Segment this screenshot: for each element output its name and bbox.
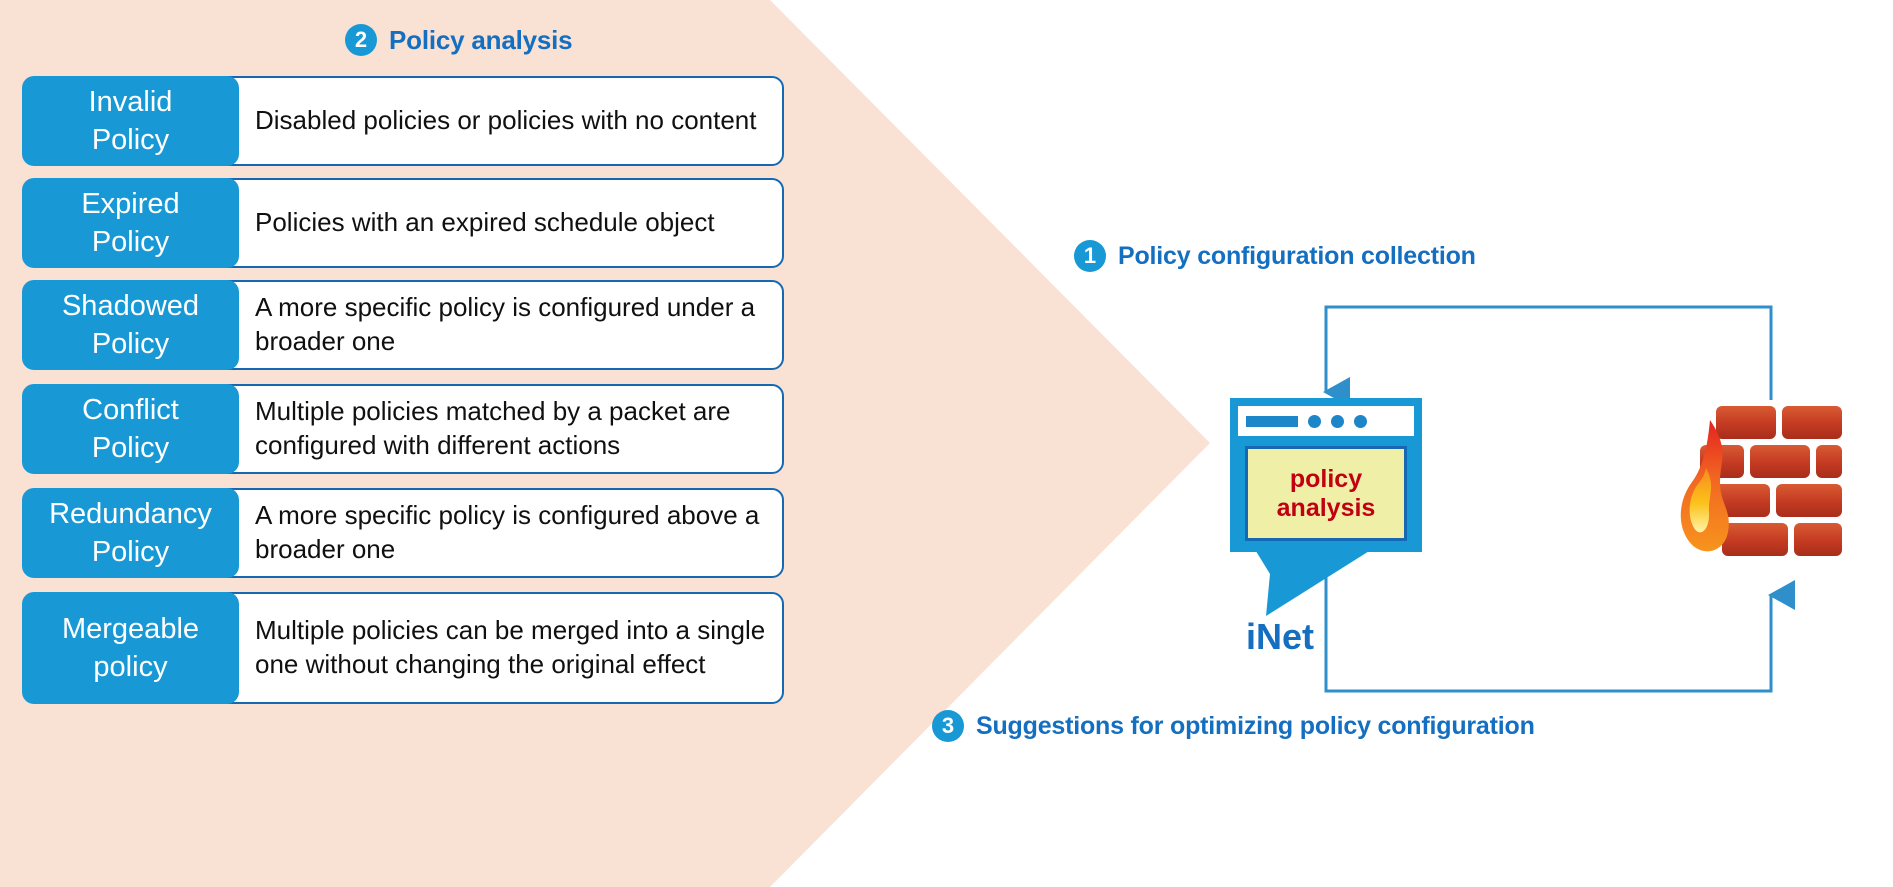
policy-description: Multiple policies can be merged into a s… — [255, 615, 766, 679]
step-1-title: Policy configuration collection — [1118, 241, 1476, 270]
policy-description: A more specific policy is configured abo… — [255, 500, 760, 564]
step-3-header: 3 Suggestions for optimizing policy conf… — [932, 710, 1535, 742]
step-2-title: Policy analysis — [389, 24, 573, 55]
step-3-title: Suggestions for optimizing policy config… — [976, 711, 1535, 740]
step-2-header: 2 Policy analysis — [345, 24, 573, 56]
policy-card — [158, 76, 784, 166]
callout-tail-icon — [1254, 548, 1374, 616]
inet-label: iNet — [1246, 616, 1315, 657]
connector-collect-path — [1323, 305, 1773, 407]
server-status-bar — [1238, 406, 1414, 436]
policy-card — [158, 280, 784, 370]
server-led-icon — [1308, 414, 1321, 428]
server-slot-icon — [1246, 415, 1298, 427]
server-led-icon — [1331, 414, 1344, 428]
step-2-badge: 2 — [345, 24, 377, 56]
server-led-icon — [1354, 414, 1367, 428]
policy-description: Multiple policies matched by a packet ar… — [255, 396, 731, 460]
inet-server-node[interactable]: policy analysis iNet — [1230, 398, 1422, 657]
screen-line-1: policy — [1289, 464, 1363, 493]
policy-analysis-screen: policy analysis — [1245, 446, 1407, 541]
flow-connectors — [1323, 305, 1795, 693]
step-1-header: 1 Policy configuration collection — [1074, 240, 1476, 272]
step-1-badge: 1 — [1074, 240, 1106, 272]
policy-flow-panel: 1 Policy configuration collection — [932, 0, 1893, 887]
policy-card — [158, 592, 784, 704]
policy-description: A more specific policy is configured und… — [255, 292, 756, 356]
screen-line-2: analysis — [1276, 493, 1376, 522]
policy-card — [158, 384, 784, 474]
policy-card — [158, 178, 784, 268]
policy-description: Policies with an expired schedule object — [255, 207, 715, 238]
policy-card — [158, 488, 784, 578]
step-3-badge: 3 — [932, 710, 964, 742]
flame-icon — [1680, 420, 1729, 552]
policy-description: Disabled policies or policies with no co… — [255, 105, 757, 136]
connector-suggest-path — [1324, 505, 1795, 693]
firewall-icon[interactable] — [1676, 398, 1866, 583]
